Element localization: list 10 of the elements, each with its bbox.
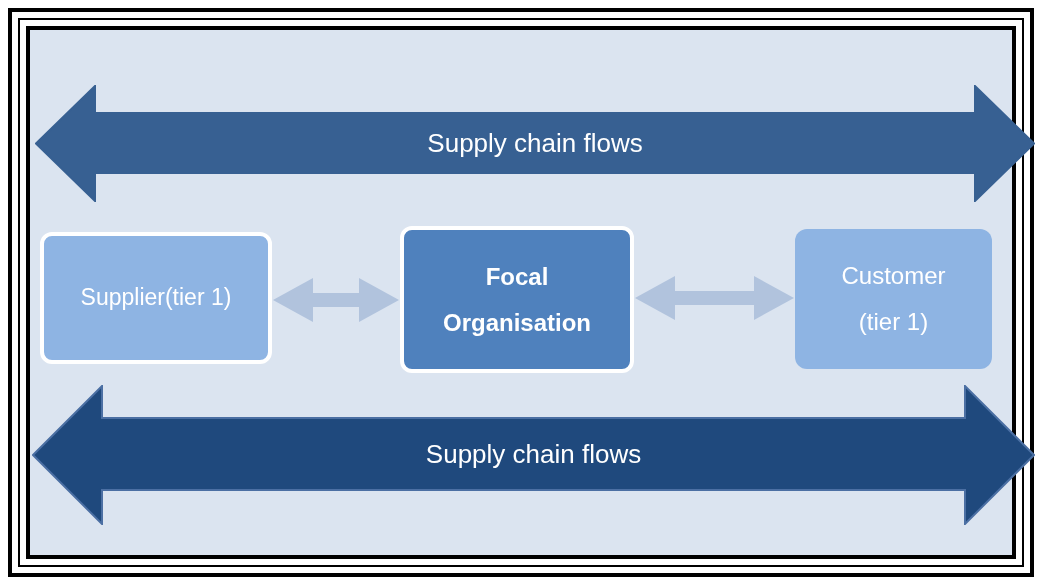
box-label: Customer (tier 1) xyxy=(840,261,947,337)
box-label: Supplier(tier 1) xyxy=(80,283,232,313)
process-box xyxy=(40,232,272,364)
process-box xyxy=(795,229,992,369)
double-arrow xyxy=(635,276,794,320)
box-label: Focal Organisation xyxy=(442,261,592,338)
arrow-label: Supply chain flows xyxy=(427,126,643,160)
arrow-label: Supply chain flows xyxy=(425,438,642,472)
process-box xyxy=(400,226,634,373)
double-arrow xyxy=(273,278,399,322)
